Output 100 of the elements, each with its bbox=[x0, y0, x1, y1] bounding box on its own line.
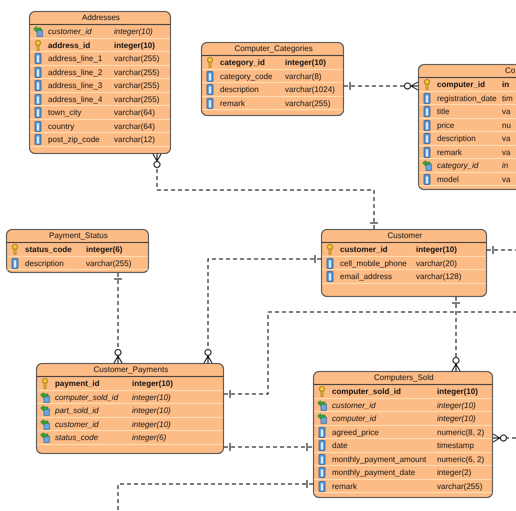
column-type: va bbox=[502, 174, 510, 184]
column-name: town_city bbox=[48, 108, 82, 117]
column-name: description bbox=[220, 85, 259, 94]
column-type: va bbox=[502, 148, 510, 156]
column-name: model bbox=[437, 174, 459, 184]
table-row bbox=[7, 256, 148, 270]
column-type: integer(10) bbox=[132, 379, 173, 388]
column-type: varchar(64) bbox=[114, 108, 155, 117]
column-type: integer(6) bbox=[132, 433, 166, 442]
relationship-line bbox=[224, 312, 516, 398]
column-type: integer(10) bbox=[132, 420, 171, 428]
table-row bbox=[202, 83, 343, 96]
table-row bbox=[7, 243, 148, 256]
table-title: Customer bbox=[388, 231, 422, 241]
column-type: integer(6) bbox=[86, 245, 122, 254]
column-type: varchar(255) bbox=[114, 94, 160, 104]
table-row bbox=[314, 426, 492, 439]
table-title: Computer_Categories bbox=[234, 44, 313, 54]
column-name: payment_id bbox=[55, 379, 100, 388]
column-name: customer_id bbox=[340, 245, 388, 254]
relationship-line bbox=[118, 480, 314, 511]
column-type: varchar(255) bbox=[437, 482, 482, 490]
column-type: numeric(6, 2) bbox=[437, 454, 484, 464]
column-type: integer(10) bbox=[114, 40, 155, 50]
table-row bbox=[322, 256, 486, 270]
column-name: monthly_payment_date bbox=[332, 468, 416, 477]
table-row bbox=[419, 146, 516, 159]
column-type: numeric(8, 2) bbox=[437, 428, 484, 436]
table-row bbox=[314, 385, 492, 398]
table-row bbox=[30, 92, 170, 106]
table-row bbox=[30, 106, 170, 120]
table-row bbox=[30, 120, 170, 133]
table-row bbox=[419, 92, 516, 105]
column-name: title bbox=[437, 107, 450, 116]
table-row bbox=[202, 96, 343, 110]
table-row bbox=[30, 52, 170, 66]
column-type: integer(10) bbox=[437, 400, 476, 410]
column-name: remark bbox=[332, 482, 357, 490]
table-row bbox=[314, 466, 492, 480]
table-row bbox=[314, 412, 492, 426]
column-name: customer_id bbox=[55, 420, 99, 428]
entity-table bbox=[36, 363, 224, 454]
table-row bbox=[202, 70, 343, 83]
table-row bbox=[30, 79, 170, 92]
column-type: varchar(64) bbox=[114, 122, 155, 130]
column-name: status_code bbox=[55, 433, 98, 442]
relationship-line bbox=[486, 246, 516, 254]
column-name: address_line_2 bbox=[48, 68, 102, 76]
table-row bbox=[37, 431, 223, 444]
table-row bbox=[37, 390, 223, 404]
table-row bbox=[419, 118, 516, 132]
table-row bbox=[322, 243, 486, 256]
column-name: customer_id bbox=[332, 400, 376, 410]
column-name: address_line_3 bbox=[48, 81, 102, 90]
column-type: va bbox=[502, 134, 510, 143]
table-row bbox=[314, 452, 492, 466]
table-title: Computers_Sold bbox=[374, 373, 434, 383]
column-name: monthly_payment_amount bbox=[332, 454, 426, 464]
column-name: description bbox=[437, 134, 476, 143]
column-name: category_code bbox=[220, 72, 272, 80]
table-row bbox=[30, 66, 170, 79]
column-type: varchar(128) bbox=[416, 272, 462, 281]
table-row bbox=[314, 480, 492, 493]
entity-table bbox=[201, 42, 344, 116]
table-row bbox=[419, 105, 516, 118]
column-type: varchar(8) bbox=[285, 72, 322, 80]
relationship-line bbox=[152, 154, 378, 230]
column-type: varchar(20) bbox=[416, 258, 457, 268]
column-type: varchar(255) bbox=[285, 98, 330, 108]
table-title: Co bbox=[505, 66, 516, 76]
column-name: post_zip_code bbox=[48, 135, 100, 144]
column-type: va bbox=[502, 107, 510, 116]
relationship-line bbox=[344, 82, 418, 90]
table-row bbox=[37, 418, 223, 431]
column-name: price bbox=[437, 120, 454, 130]
column-type: integer(10) bbox=[132, 406, 171, 415]
column-type: integer(10) bbox=[416, 245, 457, 254]
column-name: email_address bbox=[340, 272, 392, 281]
table-title: Customer_Payments bbox=[94, 365, 168, 375]
column-name: computer_id bbox=[437, 80, 486, 89]
table-title: Addresses bbox=[82, 13, 120, 23]
entity-table bbox=[418, 64, 516, 190]
column-name: remark bbox=[220, 98, 245, 108]
entity-table bbox=[6, 229, 149, 273]
column-name: computer_id bbox=[332, 414, 376, 423]
entity-table bbox=[313, 371, 493, 498]
entity-table bbox=[321, 229, 487, 297]
relationship-line bbox=[492, 434, 516, 442]
table-title: Payment_Status bbox=[49, 231, 108, 241]
column-type: in bbox=[502, 161, 508, 170]
column-type: integer(2) bbox=[437, 468, 472, 477]
column-type: tim bbox=[502, 94, 513, 102]
column-name: address_id bbox=[48, 40, 90, 50]
relationship-line bbox=[204, 254, 322, 364]
column-name: registration_date bbox=[437, 94, 497, 102]
column-type: integer(10) bbox=[132, 392, 171, 402]
column-name: computer_sold_id bbox=[332, 387, 401, 396]
table-row bbox=[314, 398, 492, 412]
column-name: description bbox=[25, 258, 64, 268]
column-name: date bbox=[332, 441, 348, 450]
